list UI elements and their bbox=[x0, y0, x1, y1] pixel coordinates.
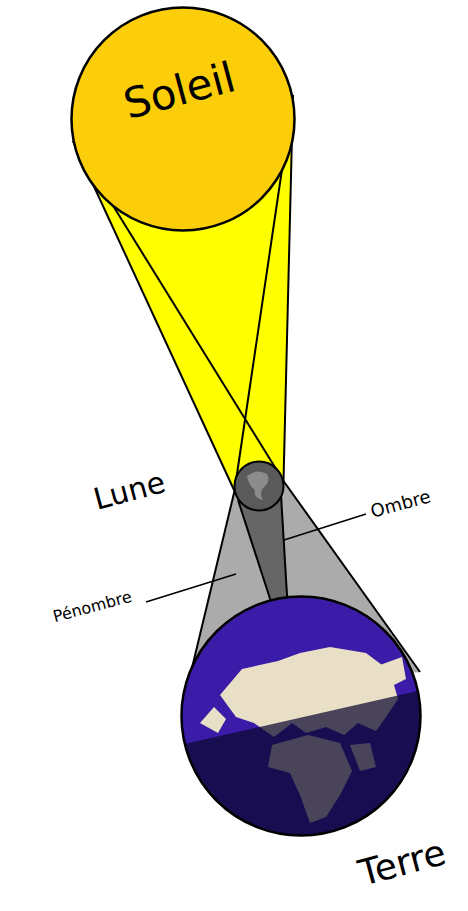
earth-globe-outline bbox=[180, 595, 422, 837]
earth-surface bbox=[180, 595, 422, 837]
leader-line bbox=[284, 514, 366, 540]
earth-outline bbox=[182, 597, 421, 836]
shadow-label: Ombre bbox=[368, 486, 432, 521]
moon-circle-outline bbox=[233, 460, 285, 512]
penumbra-label: Pénombre bbox=[51, 588, 133, 626]
moon-disc bbox=[235, 462, 284, 511]
node-label: Lune bbox=[90, 465, 169, 516]
sun-circle: Soleil bbox=[70, 6, 296, 232]
earth-globe: Terre bbox=[180, 595, 422, 837]
moon-circle: Lune bbox=[233, 460, 285, 512]
leader-line bbox=[146, 574, 236, 602]
umbra-cone bbox=[238, 495, 288, 614]
moon-surface bbox=[247, 471, 268, 500]
sun-circle-outline bbox=[70, 6, 296, 232]
sun-disc bbox=[72, 8, 295, 231]
node-label: Terre bbox=[354, 832, 450, 893]
